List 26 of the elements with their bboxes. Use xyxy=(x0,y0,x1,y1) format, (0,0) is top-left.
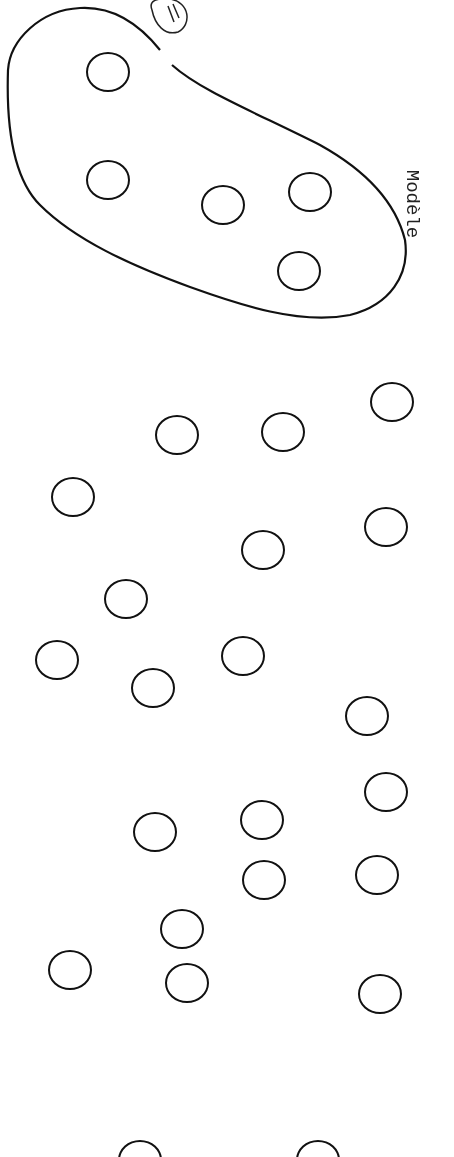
circle xyxy=(35,640,79,680)
circle xyxy=(355,855,399,895)
circle xyxy=(240,800,284,840)
circle xyxy=(104,579,148,619)
circle xyxy=(221,636,265,676)
circle xyxy=(201,185,245,225)
circle xyxy=(133,812,177,852)
circle xyxy=(358,974,402,1014)
circle xyxy=(277,251,321,291)
circle xyxy=(364,772,408,812)
circle xyxy=(364,507,408,547)
circle xyxy=(165,963,209,1003)
circle xyxy=(48,950,92,990)
circle xyxy=(86,52,130,92)
vertical-label: Modèle xyxy=(401,169,424,239)
circle xyxy=(261,412,305,452)
circle xyxy=(288,172,332,212)
circle xyxy=(86,160,130,200)
circle xyxy=(155,415,199,455)
circle xyxy=(51,477,95,517)
circle xyxy=(370,382,414,422)
circle xyxy=(242,860,286,900)
circle xyxy=(131,668,175,708)
circle xyxy=(160,909,204,949)
circle xyxy=(241,530,285,570)
circle xyxy=(345,696,389,736)
